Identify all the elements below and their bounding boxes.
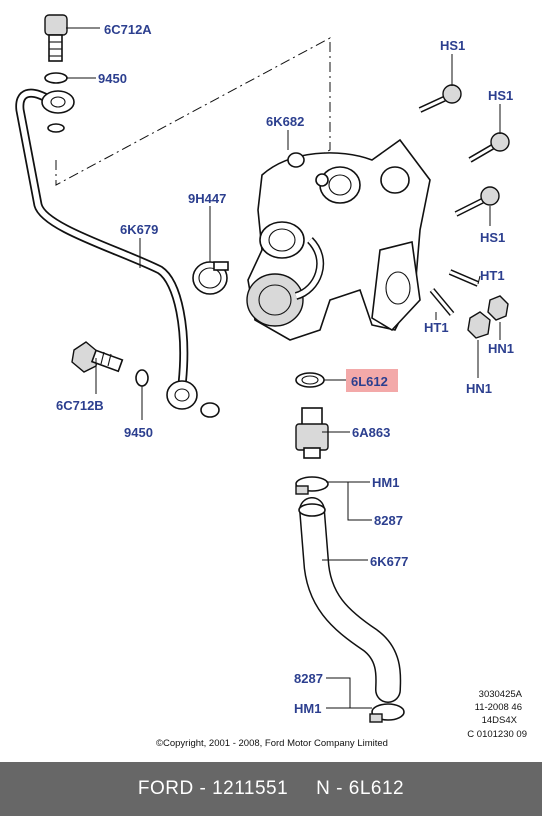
gasket-6l612[interactable]: [295, 372, 325, 388]
bolt-hs1-b[interactable]: [468, 132, 510, 163]
bolt-hs1-c[interactable]: [454, 186, 500, 217]
hose-clip-hm1-top[interactable]: [295, 476, 329, 495]
label-hs1-c: HS1: [480, 230, 505, 245]
stud-ht1-b[interactable]: [429, 288, 455, 316]
label-6k677: 6K677: [370, 554, 408, 569]
stud-ht1-a[interactable]: [448, 269, 480, 287]
turbocharger[interactable]: [246, 138, 431, 341]
meta-line-4: C 0101230 09: [467, 729, 527, 740]
banjo-bolt-bottom[interactable]: [71, 341, 124, 373]
assembly-centerline: [55, 37, 331, 186]
exploded-parts-diagram: 6C712A 9450 6K679 6C712B 9450 6K682 9H44…: [15, 14, 527, 749]
hose-clip-hm1-bottom[interactable]: [369, 703, 405, 723]
bolt-hs1-a[interactable]: [418, 84, 462, 113]
label-hm1-bottom: HM1: [294, 701, 321, 716]
copyright-text: ©Copyright, 2001 - 2008, Ford Motor Comp…: [156, 738, 388, 749]
label-6k679: 6K679: [120, 222, 158, 237]
label-6c712a: 6C712A: [104, 22, 152, 37]
meta-line-1: 3030425A: [479, 689, 523, 700]
label-6c712b: 6C712B: [56, 398, 104, 413]
label-ht1-b: HT1: [424, 320, 449, 335]
label-8287-bottom: 8287: [294, 671, 323, 686]
label-9450-bottom: 9450: [124, 425, 153, 440]
washer-bottom[interactable]: [135, 369, 149, 387]
washer-top-2[interactable]: [47, 123, 65, 133]
footer-bar: FORD - 1211551 N - 6L612: [0, 762, 542, 816]
label-hn1-b: HN1: [466, 381, 492, 396]
meta-line-3: 14DS4X: [482, 715, 518, 726]
highlight-box-6l612: [346, 369, 398, 392]
label-hn1-a: HN1: [488, 341, 514, 356]
label-hm1-top: HM1: [372, 475, 399, 490]
label-ht1-a: HT1: [480, 268, 505, 283]
nut-hn1-a[interactable]: [487, 295, 509, 321]
label-6l612: 6L612: [351, 374, 388, 389]
label-8287-top: 8287: [374, 513, 403, 528]
washer-bottom-pipe[interactable]: [200, 402, 220, 418]
label-9h447: 9H447: [188, 191, 226, 206]
label-6a863: 6A863: [352, 425, 390, 440]
footer-reference: N - 6L612: [316, 778, 405, 799]
hose-clamp-9h447[interactable]: [192, 261, 229, 295]
label-hs1-a: HS1: [440, 38, 465, 53]
banjo-bolt-top[interactable]: [44, 14, 68, 62]
nut-hn1-b[interactable]: [467, 311, 491, 339]
footer-part-number: FORD - 1211551: [137, 778, 289, 799]
meta-line-2: 11-2008 46: [475, 702, 522, 713]
label-hs1-b: HS1: [488, 88, 513, 103]
label-9450-top: 9450: [98, 71, 127, 86]
oil-feed-pipe[interactable]: [15, 88, 198, 410]
connector-6a863[interactable]: [295, 407, 329, 459]
oil-return-hose[interactable]: [298, 497, 402, 703]
label-6k682: 6K682: [266, 114, 304, 129]
washer-top-1[interactable]: [44, 72, 68, 84]
leader-lines: [66, 27, 501, 709]
